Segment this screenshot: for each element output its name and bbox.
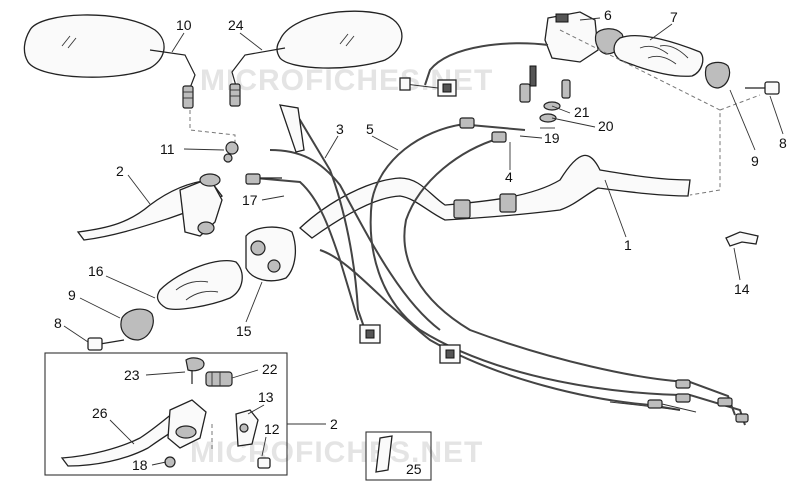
left-switch-assembly <box>87 226 297 351</box>
inset-lever-parts <box>60 357 271 469</box>
callout-18: 18 <box>132 457 148 473</box>
callout-1: 1 <box>624 237 632 253</box>
inset-box-lever-parts <box>44 352 288 476</box>
callout-16: 16 <box>88 263 104 279</box>
clip-25 <box>375 435 393 473</box>
callout-9-left: 9 <box>68 287 76 303</box>
callout-numbers: 10 24 6 7 3 5 21 20 19 8 9 11 2 17 4 1 1… <box>54 7 787 477</box>
clutch-lever-assembly <box>76 141 239 241</box>
callout-8-left: 8 <box>54 315 62 331</box>
leader-lines <box>63 17 784 466</box>
handlebar <box>299 154 691 239</box>
callout-24: 24 <box>228 17 244 33</box>
callout-26: 26 <box>92 405 108 421</box>
callout-6: 6 <box>604 7 612 23</box>
inset-box-25 <box>365 431 432 481</box>
throttle-cable-fittings <box>519 65 571 129</box>
callout-2-upper: 2 <box>116 163 124 179</box>
callout-23: 23 <box>124 367 140 383</box>
control-cables <box>254 104 749 426</box>
callout-25: 25 <box>406 461 422 477</box>
right-switch-assembly <box>544 11 780 95</box>
callout-11: 11 <box>160 141 175 157</box>
callout-2-lower: 2 <box>330 416 338 432</box>
callout-22: 22 <box>262 361 278 377</box>
callout-14: 14 <box>734 281 750 297</box>
callout-12: 12 <box>264 421 280 437</box>
callout-20: 20 <box>598 118 614 134</box>
callout-9-right: 9 <box>751 153 759 169</box>
callout-13: 13 <box>258 389 274 405</box>
callout-4: 4 <box>505 169 513 185</box>
right-mirror <box>229 10 403 107</box>
left-mirror <box>23 14 196 109</box>
watermark-bottom: MICROFICHES.NET <box>190 436 483 469</box>
callout-5: 5 <box>366 121 374 137</box>
callout-15: 15 <box>236 323 252 339</box>
callout-8-right: 8 <box>779 135 787 151</box>
bracket-14 <box>725 231 759 247</box>
callout-10: 10 <box>176 17 192 33</box>
callout-21: 21 <box>574 104 590 120</box>
callout-17: 17 <box>242 192 258 208</box>
callout-7: 7 <box>670 9 678 25</box>
callout-3: 3 <box>336 121 344 137</box>
callout-19: 19 <box>544 130 560 146</box>
